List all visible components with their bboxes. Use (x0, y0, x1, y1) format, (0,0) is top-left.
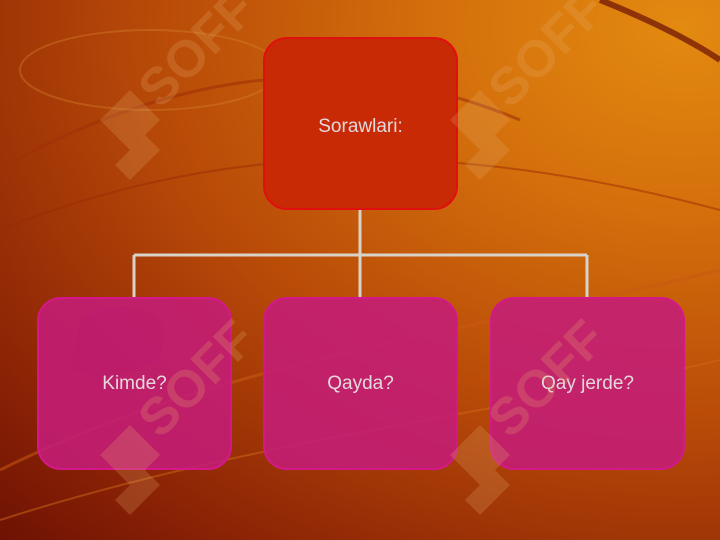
root-node: Sorawlari: (263, 37, 458, 210)
child-node-qayda: Qayda? (263, 297, 458, 470)
child-node-label: Kimde? (102, 372, 167, 394)
root-node-label: Sorawlari: (318, 116, 403, 137)
child-node-kimde: Kimde? (37, 297, 232, 470)
child-node-label: Qay jerde? (541, 372, 634, 394)
child-node-label: Qayda? (327, 372, 394, 394)
child-node-qay-jerde: Qay jerde? (490, 297, 685, 470)
